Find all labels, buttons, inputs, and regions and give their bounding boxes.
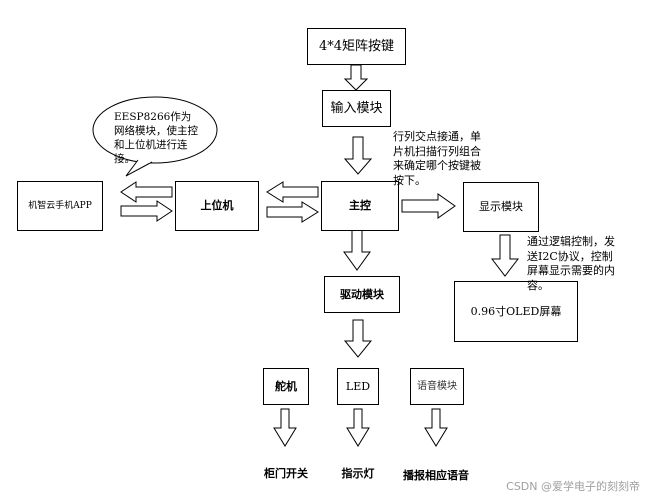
arrow-main-to-host	[266, 181, 319, 203]
speech-bubble-shape	[92, 96, 218, 164]
speech-bubble-tail	[125, 159, 153, 177]
arrow-host-to-app	[120, 181, 173, 203]
arrow-display-to-oled	[490, 234, 520, 277]
main-controller-label: 主控	[349, 199, 371, 213]
speech-bubble-label: EESP8266作为网络模块，使主控和上位机进行连接。	[114, 111, 198, 165]
input-module-node: 输入模块	[322, 90, 391, 127]
arrow-servo-to-door	[273, 408, 297, 447]
driver-module-label: 驱动模块	[340, 287, 384, 301]
host-node: 上位机	[175, 181, 259, 231]
keypad-scan-note: 行列交点接通，单片机扫描行列组合来确定哪个按键被按下。	[393, 130, 489, 188]
led-node: LED	[337, 368, 379, 405]
arrow-keypad-to-input	[343, 64, 369, 91]
arrow-voice-to-speech	[424, 408, 448, 447]
keypad-node: 4*4矩阵按键	[307, 28, 406, 65]
main-controller-node: 主控	[321, 181, 399, 231]
speech-broadcast-label: 播报相应语音	[403, 469, 469, 482]
app-node: 机智云手机APP	[17, 181, 103, 231]
arrow-driver-to-lower	[343, 319, 373, 358]
led-label: LED	[345, 379, 371, 393]
arrow-main-to-driver	[343, 228, 371, 271]
voice-module-node: 语音模块	[410, 368, 464, 405]
oled-control-text: 通过逻辑控制，发送I2C协议，控制屏幕显示需要的内容。	[527, 235, 615, 292]
oled-control-note: 通过逻辑控制，发送I2C协议，控制屏幕显示需要的内容。	[527, 235, 623, 293]
input-module-label: 输入模块	[330, 100, 383, 116]
arrow-app-to-host	[120, 200, 173, 222]
indicator-lamp-label: 指示灯	[341, 467, 375, 480]
keypad-label: 4*4矩阵按键	[318, 38, 395, 54]
arrow-main-to-display	[401, 193, 456, 219]
arrow-led-to-lamp	[346, 408, 370, 447]
speech-bubble-text: EESP8266作为网络模块，使主控和上位机进行连接。	[114, 110, 200, 166]
display-module-node: 显示模块	[463, 182, 539, 232]
host-label: 上位机	[200, 199, 234, 213]
servo-label: 舵机	[275, 379, 297, 393]
voice-module-label: 语音模块	[417, 380, 457, 392]
servo-node: 舵机	[263, 368, 309, 405]
oled-label: 0.96寸OLED屏幕	[470, 304, 562, 318]
display-module-label: 显示模块	[479, 200, 523, 214]
door-switch-label: 柜门开关	[264, 467, 308, 480]
arrow-input-to-main	[343, 136, 373, 175]
app-label: 机智云手机APP	[28, 200, 92, 211]
oled-node: 0.96寸OLED屏幕	[454, 281, 578, 342]
driver-module-node: 驱动模块	[324, 276, 400, 313]
watermark: CSDN @爱学电子的刻刻帝	[506, 480, 640, 493]
arrow-host-to-main	[266, 201, 319, 223]
keypad-scan-text: 行列交点接通，单片机扫描行列组合来确定哪个按键被按下。	[393, 130, 481, 187]
